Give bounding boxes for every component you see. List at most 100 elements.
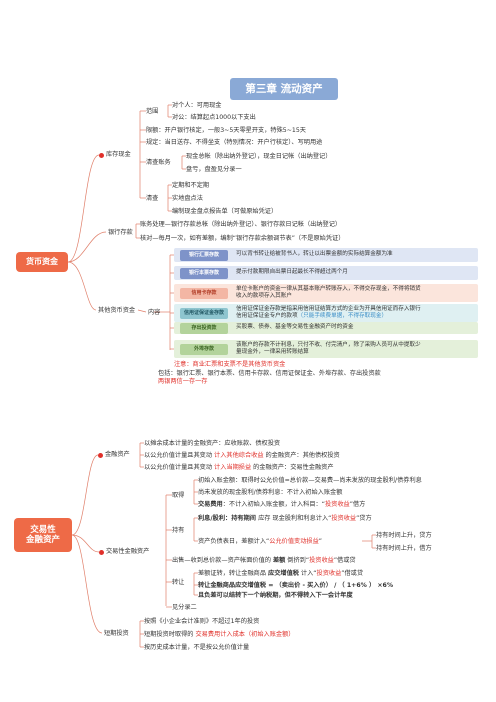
text-run: 现金股利和利息计入“ bbox=[270, 515, 332, 522]
qita-row-text: 该账户的存款不计利息，只付不收、付完清户，除了采购人员可从中提取少 bbox=[236, 342, 421, 350]
text-run: 的金融资产：交易性金融资产 bbox=[251, 464, 334, 471]
qita-row-text: 信用证保证金专户的款项（只能手续费单据，不得存取现金） bbox=[236, 313, 387, 321]
branch-qita: 其他货币资金 bbox=[98, 307, 136, 314]
qita-row-text: 量现金外，一律采用转账结算 bbox=[236, 349, 309, 357]
branch-kucun: 库存现金 bbox=[106, 151, 131, 158]
branch-jinrong: 金融资产 bbox=[105, 451, 130, 458]
text-run: （只能手续费单据，不得存取现金） bbox=[297, 313, 388, 319]
text-run: 投资收益 bbox=[309, 557, 334, 564]
text-run: ”借或贷 bbox=[333, 557, 356, 564]
jinrong-item: 以摊余成本计量的金融资产：应收账款、债权投资 bbox=[144, 440, 280, 448]
qita-row-text: 信用证保证金存款是指采用信用证结算方式的企业为开具信用证而存入银行 bbox=[236, 306, 421, 314]
connector bbox=[71, 534, 103, 634]
qingcha-item: 实地盘点法 bbox=[172, 195, 203, 202]
text-run: 以公允价值计量且其变动 bbox=[144, 452, 215, 459]
qita-row-tag: 银行汇票存款 bbox=[180, 249, 228, 261]
connector bbox=[67, 154, 100, 263]
text-run: 投资收益 bbox=[316, 570, 342, 577]
connector bbox=[71, 454, 99, 536]
text-run: 量现金外，一律采用转账结算 bbox=[236, 349, 309, 355]
text-run: 应存 bbox=[258, 515, 271, 522]
duanqi-item: 按照《小企业会计准则》不超过1年的投资 bbox=[144, 618, 259, 626]
text-run: 的金融资产：其他债权投资 bbox=[263, 452, 340, 459]
jinrong-item: 以公允价值计量且其变动 计入当期损益 的金融资产：交易性金融资产 bbox=[144, 464, 334, 472]
qita-row-bg bbox=[174, 248, 478, 262]
jiaoyi-fenlu: 见分录二 bbox=[172, 604, 197, 611]
node-qingcha-zhang: 清查账务 bbox=[146, 159, 171, 166]
text-run: 信用证保证金存款是指采用信用证结算方式的企业为开具信用证而存入银行 bbox=[236, 305, 421, 312]
text-run: 投资收益 bbox=[324, 501, 350, 508]
fanwei-item: 对个人：可用现金 bbox=[172, 102, 222, 109]
text-run: 按历史成本计量，不是按公允价值计量 bbox=[144, 644, 250, 651]
branch-dot bbox=[99, 550, 104, 555]
chapter-title: 第三章 流动资产 bbox=[230, 78, 338, 100]
root-node-trading-assets[interactable]: 交易性 金融资产 bbox=[14, 518, 72, 552]
text-run: ”借方 bbox=[349, 501, 366, 508]
text-run: 可以背书转让给被背书人，转让以出票金额的实际结算金额为准 bbox=[236, 251, 393, 258]
qingcha-zhang-item: 盘亏，盘盈见分录一 bbox=[186, 166, 242, 173]
qita-row-text: 可以背书转让给被背书人，转让以出票金额的实际结算金额为准 bbox=[236, 251, 393, 259]
text-run: 按照《小企业会计准则》不超过1年的投资 bbox=[144, 618, 260, 625]
text-run: 出售—收到总价款—资产帐面价值的 bbox=[172, 557, 273, 564]
chiyou-item: 利息/股利：持有期间 应存 现金股利和利息计入“投资收益”贷方 bbox=[198, 515, 372, 523]
text-run: 交易费用计入成本（初始入账金额） bbox=[195, 631, 295, 638]
qita-row-bg bbox=[174, 284, 478, 302]
connector bbox=[71, 534, 100, 553]
text-run: 转让金融商品应交增值税 = （卖出价 - 买入价） / （ 1+6% ） ×6% bbox=[198, 582, 394, 589]
qita-zhuyi: 注意：商业汇票和支票不是其他货币资金 bbox=[174, 361, 286, 368]
text-run: 资产负债表日，差额计入“ bbox=[198, 538, 270, 545]
chiyou-sub: 持有时间上升，借方 bbox=[376, 545, 432, 552]
node-guiding: 规定：当日送存、不得坐支（特别情况：开户行核定）、写明用途 bbox=[146, 139, 323, 146]
chiyou-item: 资产负债表日，差额计入“公允价值变动损益” bbox=[198, 538, 322, 546]
zhuanrang-item: 差额证转，转让金融商品 应交增值税 计入“投资收益”借或贷 bbox=[198, 570, 363, 578]
qita-row-tag: 外埠存款 bbox=[180, 343, 228, 355]
text-run: 公允价值变动损益 bbox=[269, 538, 319, 545]
qita-row-bg bbox=[174, 322, 478, 334]
connector bbox=[137, 309, 147, 313]
qude-item: 尚未发放的现金股利/债券利息：不计入初始入账金额 bbox=[198, 489, 342, 497]
node-fanwei: 范围 bbox=[146, 108, 159, 115]
text-run: 计入当期损益 bbox=[214, 464, 252, 471]
text-run: ” bbox=[318, 538, 322, 545]
text-run: 倒挤到“ bbox=[285, 557, 310, 564]
text-run: 计入其他综合收益 bbox=[214, 452, 264, 459]
qita-row-tag: 信用卡存款 bbox=[180, 287, 228, 299]
qita-row-tag: 信用证保证金存款 bbox=[180, 307, 228, 319]
text-run: 应交增值税 bbox=[268, 570, 299, 577]
qude-item: 交易费用：不计入初始入账金额，计入科目：“投资收益”借方 bbox=[198, 501, 365, 509]
text-run: ：不计入初始入账金额，计入科目：“ bbox=[222, 501, 325, 508]
text-run: 短期投资时取得的 bbox=[144, 631, 196, 638]
qita-row-tag: 银行本票存款 bbox=[180, 267, 228, 279]
node-zhuanrang: 转让 bbox=[172, 579, 185, 586]
qita-baokuo: 包括：银行汇票、银行本票、信用卡存款、信用证保证金、外埠存款、存出投资款 bbox=[158, 370, 381, 377]
node-qingcha: 清查 bbox=[146, 195, 159, 202]
duanqi-item: 按历史成本计量，不是按公允价值计量 bbox=[144, 644, 249, 652]
node-xiane: 限额：开户银行核定，一般3~5天零星开支，特殊5~15天 bbox=[146, 127, 306, 134]
qita-row-bg bbox=[174, 304, 478, 322]
qita-row-text: 买股票、债券、基金等交易性金融资产时的资金 bbox=[236, 324, 353, 332]
text-run: 买股票、债券、基金等交易性金融资产时的资金 bbox=[236, 324, 354, 331]
qingcha-item: 定期和不定期 bbox=[172, 182, 210, 189]
qita-row-tag: 存出投资款 bbox=[180, 322, 228, 334]
text-run: 投资收益 bbox=[331, 515, 357, 522]
connector bbox=[67, 231, 107, 263]
text-run: 利息/股利：持有期间 bbox=[198, 515, 259, 522]
text-run: 信用证保证金专户的款项 bbox=[236, 313, 298, 319]
qingcha-zhang-item: 现金总帐（除出纳外登记），现金日记帐（出纳登记） bbox=[186, 153, 332, 160]
branch-dot bbox=[98, 453, 103, 458]
text-run: 差额 bbox=[272, 557, 286, 564]
text-run: 单位卡账户的资金一律从其基本账户转账存入，不得交存现金，不得将销货 bbox=[236, 285, 421, 292]
node-neirong: 内容 bbox=[148, 309, 161, 316]
qita-row-text: 收入的款项存入其账户 bbox=[236, 293, 292, 301]
yinhang-item: 核对—每月一次，如有差额，编制“银行存款余额调节表”（不是原始凭证） bbox=[140, 235, 345, 242]
node-qude: 取得 bbox=[172, 492, 185, 499]
zhuanrang-item: 且负差可以结转下一个纳税期，但不得转入下一会计年度 bbox=[198, 592, 353, 600]
root-node-line-2: 金融资产 bbox=[25, 535, 60, 545]
yinhang-item: 账务处理—银行存款总帐（除出纳外登记）、银行存款日记帐（出纳登记） bbox=[140, 221, 342, 228]
connector bbox=[67, 261, 97, 311]
text-run: 以摊余成本计量的金融资产：应收账款、债权投资 bbox=[144, 440, 281, 447]
fanwei-item: 对公：结算起点1000以下支出 bbox=[172, 114, 256, 121]
root-node-cash[interactable]: 货币资金 bbox=[16, 252, 68, 272]
